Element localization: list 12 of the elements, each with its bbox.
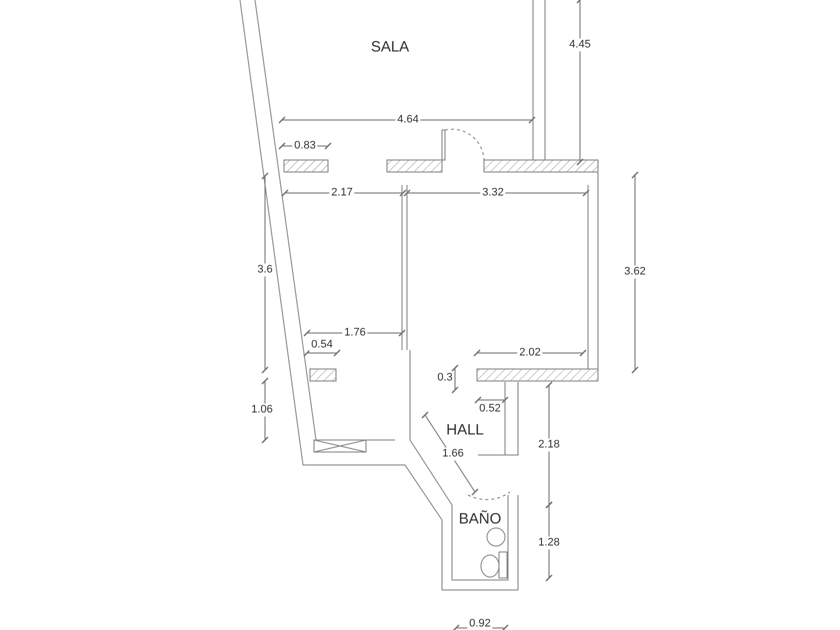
dimension-value: 0.92 bbox=[467, 618, 493, 630]
dimension-value: 1.28 bbox=[536, 536, 562, 550]
dimension-value: 3.62 bbox=[622, 266, 648, 278]
room-name: BAÑO bbox=[458, 512, 502, 526]
dimension-value: 0.54 bbox=[309, 338, 335, 352]
dimension-value: 1.66 bbox=[440, 448, 466, 460]
dimension-value: 4.45 bbox=[567, 38, 593, 52]
dimension-value: 2.18 bbox=[536, 438, 562, 452]
dimension-value: 3.6 bbox=[255, 264, 275, 276]
room-name: SALA bbox=[370, 40, 410, 54]
room-name: HALL bbox=[445, 424, 485, 436]
dimension-value: 1.06 bbox=[249, 404, 275, 416]
